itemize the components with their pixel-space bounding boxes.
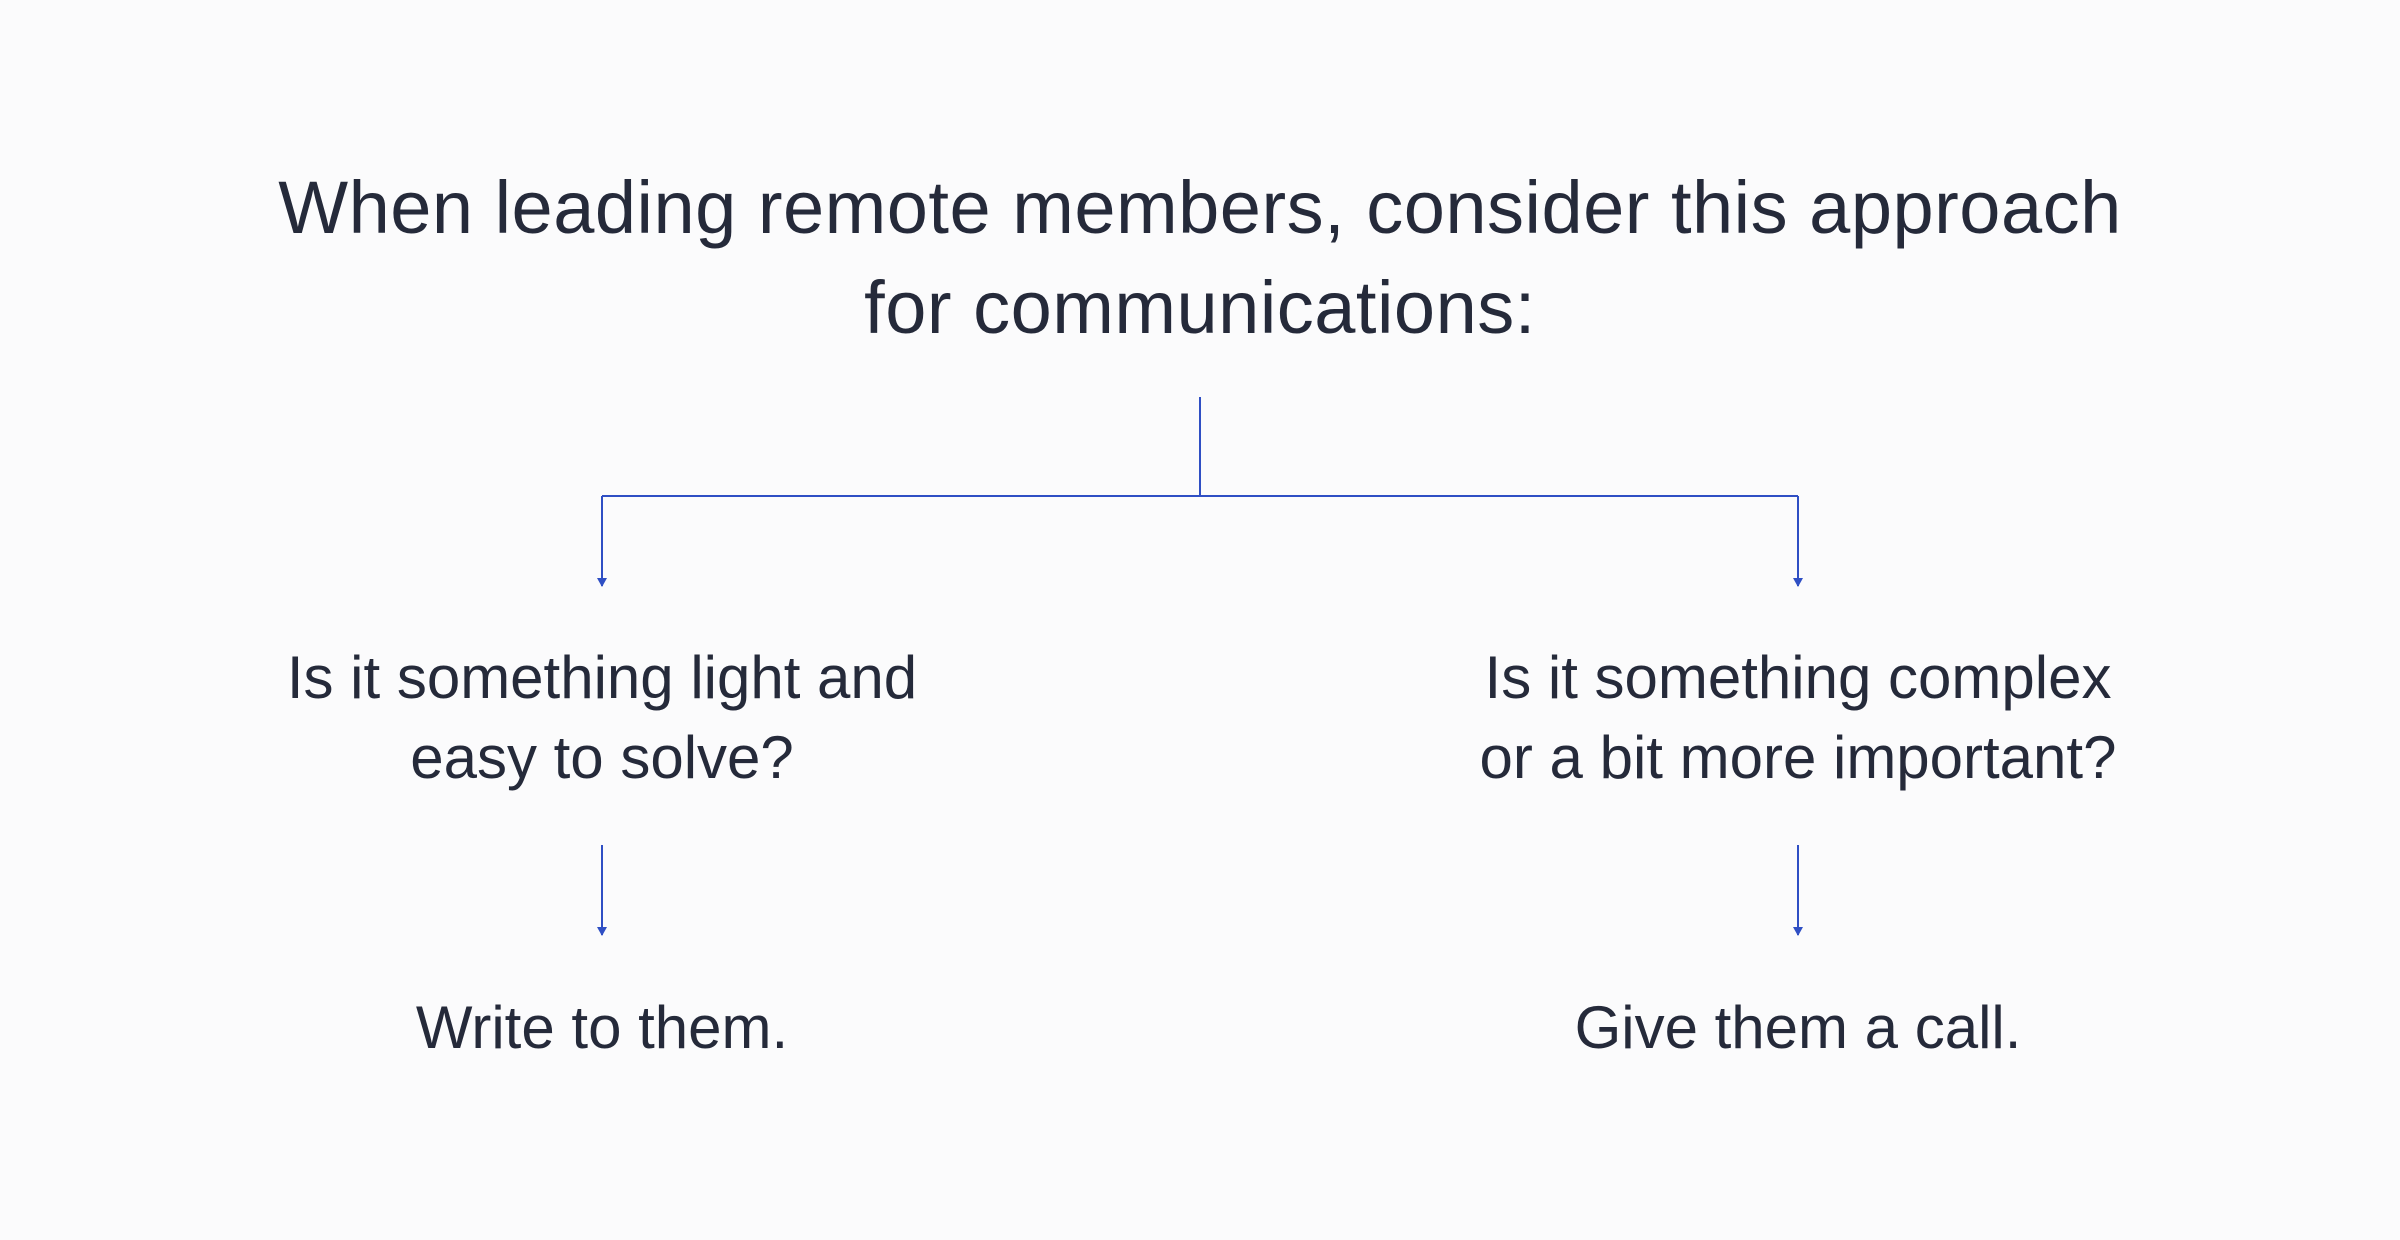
answer-node-call: Give them a call. bbox=[1348, 988, 2248, 1068]
question-line-2: or a bit more important? bbox=[1479, 724, 2117, 791]
question-line-2: easy to solve? bbox=[410, 724, 794, 791]
question-line-1: Is it something complex bbox=[1484, 644, 2112, 711]
answer-text: Give them a call. bbox=[1574, 994, 2022, 1061]
answer-text: Write to them. bbox=[415, 994, 789, 1061]
question-line-1: Is it something light and bbox=[286, 644, 918, 711]
diagram-title-line-1: When leading remote members, consider th… bbox=[278, 166, 2122, 249]
diagram-title: When leading remote members, consider th… bbox=[200, 158, 2200, 358]
question-node-light: Is it something light and easy to solve? bbox=[152, 638, 1052, 798]
answer-node-write: Write to them. bbox=[152, 988, 1052, 1068]
question-node-complex: Is it something complex or a bit more im… bbox=[1348, 638, 2248, 798]
diagram-title-line-2: for communications: bbox=[864, 266, 1536, 349]
